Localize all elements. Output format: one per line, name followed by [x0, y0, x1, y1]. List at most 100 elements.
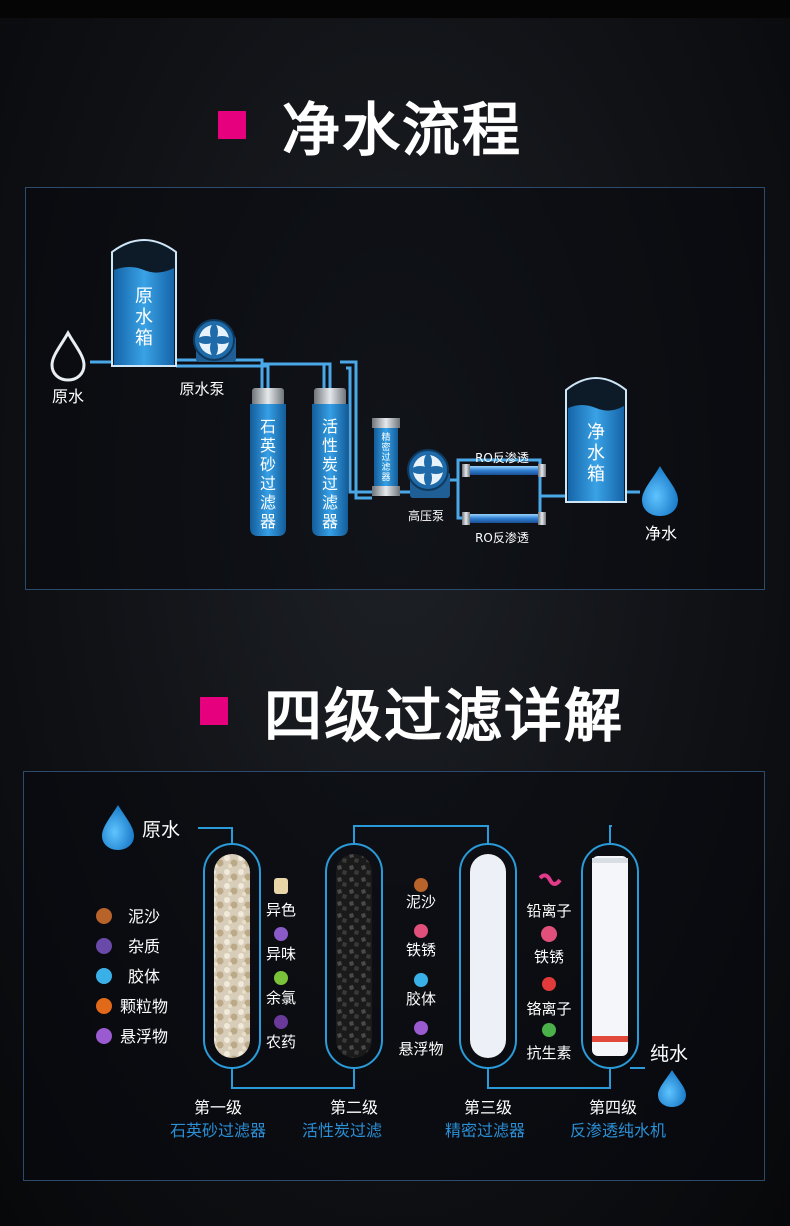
- stage2-removes-list: 泥沙 铁锈 胶体 悬浮物: [398, 878, 444, 1058]
- top-bar: [0, 0, 790, 18]
- svg-text:铁锈: 铁锈: [406, 941, 436, 959]
- svg-text:器: 器: [381, 472, 390, 483]
- colloid-icon: [414, 973, 428, 987]
- title-marker: [200, 697, 228, 725]
- svg-text:第二级: 第二级: [330, 1098, 378, 1117]
- mud-icon: [414, 878, 428, 892]
- carbon-filter-label: 活 性 炭 过 滤 器: [322, 417, 338, 531]
- raw-water-tank: [111, 239, 177, 367]
- svg-text:胶体: 胶体: [128, 967, 160, 986]
- svg-text:第四级: 第四级: [589, 1098, 637, 1117]
- svg-text:器: 器: [322, 512, 338, 531]
- svg-text:铬离子: 铬离子: [526, 1000, 571, 1018]
- title-text: 四级过滤详解: [264, 682, 625, 750]
- pure-water-label: 纯水: [650, 1043, 688, 1065]
- pure-tank-label-1: 净: [587, 422, 605, 443]
- pure-water-tank: [565, 377, 627, 503]
- precision-filter: [372, 418, 400, 496]
- quartz-sand-filter: [250, 388, 286, 536]
- ro-membrane-top: [462, 464, 546, 477]
- color-icon: [274, 878, 288, 894]
- raw-water-drop-icon: [102, 805, 134, 850]
- svg-text:过: 过: [381, 451, 390, 463]
- svg-text:英: 英: [260, 436, 276, 455]
- stage3-removes-list: 铅离子 铁锈 铬离子 抗生素: [526, 873, 572, 1062]
- svg-text:泥沙: 泥沙: [128, 907, 160, 926]
- svg-text:砂: 砂: [260, 455, 276, 474]
- raw-tank-label-1: 原: [135, 286, 153, 307]
- stage1-removes-list: 异色 异味 余氯 农药: [266, 878, 296, 1051]
- svg-text:铁锈: 铁锈: [534, 948, 564, 966]
- colloid-icon: [96, 968, 112, 984]
- particle-icon: [96, 998, 112, 1014]
- svg-text:铅离子: 铅离子: [526, 902, 571, 920]
- antibiotic-icon: [542, 1023, 556, 1037]
- svg-text:精: 精: [381, 431, 390, 443]
- svg-text:过: 过: [322, 474, 338, 493]
- svg-text:器: 器: [260, 512, 276, 531]
- title-marker: [218, 111, 246, 139]
- pure-water-drop-icon: [658, 1070, 686, 1107]
- svg-text:悬浮物: 悬浮物: [120, 1027, 168, 1046]
- svg-text:杂质: 杂质: [128, 937, 160, 956]
- svg-text:滤: 滤: [381, 461, 390, 473]
- mud-icon: [96, 908, 112, 924]
- svg-text:性: 性: [322, 436, 338, 455]
- raw-water-label: 原水: [142, 819, 180, 841]
- title-text: 净水流程: [282, 96, 523, 164]
- svg-text:精密过滤器: 精密过滤器: [445, 1121, 525, 1140]
- svg-text:活: 活: [322, 417, 338, 436]
- svg-text:抗生素: 抗生素: [526, 1044, 571, 1062]
- rust-icon: [541, 926, 557, 942]
- raw-pump-label: 原水泵: [179, 380, 224, 398]
- pure-water-drop-icon: [642, 466, 678, 516]
- svg-text:活性炭过滤: 活性炭过滤: [302, 1121, 382, 1140]
- pure-tank-label-2: 水: [587, 443, 605, 464]
- svg-text:密: 密: [381, 441, 390, 453]
- svg-text:余氯: 余氯: [266, 989, 296, 1007]
- section-title-process: 净水流程: [218, 90, 522, 164]
- section-title-filters: 四级过滤详解: [200, 676, 624, 750]
- svg-text:悬浮物: 悬浮物: [398, 1040, 443, 1058]
- impurity-icon: [96, 938, 112, 954]
- svg-text:反渗透纯水机: 反渗透纯水机: [570, 1121, 666, 1140]
- svg-text:农药: 农药: [266, 1033, 296, 1051]
- pesticide-icon: [274, 1015, 288, 1029]
- svg-text:滤: 滤: [260, 493, 276, 512]
- svg-text:第三级: 第三级: [464, 1098, 512, 1117]
- ro-bottom-label: RO反渗透: [475, 530, 529, 545]
- svg-text:泥沙: 泥沙: [406, 893, 436, 911]
- activated-carbon-filter: [312, 388, 348, 536]
- lead-ion-icon: [538, 873, 562, 886]
- svg-text:石: 石: [260, 417, 276, 436]
- odor-icon: [274, 927, 288, 941]
- stage1-filter: [203, 843, 261, 1069]
- svg-text:滤: 滤: [322, 493, 338, 512]
- ro-top-label: RO反渗透: [475, 450, 529, 465]
- chromium-ion-icon: [542, 977, 556, 991]
- rust-icon: [414, 924, 428, 938]
- high-pump-label: 高压泵: [408, 508, 444, 523]
- pure-tank-label-3: 箱: [587, 464, 605, 485]
- raw-tank-label-3: 箱: [135, 328, 153, 349]
- svg-text:过: 过: [260, 474, 276, 493]
- stage2-filter: [325, 843, 383, 1069]
- stage-labels: 第一级 石英砂过滤器 第二级 活性炭过滤 第三级 精密过滤器 第四级 反渗透纯水…: [170, 1098, 666, 1140]
- stage4-filter: [581, 843, 639, 1069]
- stage-connectors: [198, 825, 645, 1089]
- svg-text:炭: 炭: [322, 455, 338, 474]
- filters-panel: [23, 771, 765, 1181]
- suspended-icon: [414, 1021, 428, 1035]
- svg-text:胶体: 胶体: [406, 990, 436, 1008]
- raw-water-pump-icon: [193, 319, 236, 362]
- sand-filter-label: 石 英 砂 过 滤 器: [260, 417, 276, 531]
- svg-text:异味: 异味: [266, 945, 296, 963]
- chlorine-icon: [274, 971, 288, 985]
- stage3-filter: [459, 843, 517, 1069]
- high-pressure-pump-icon: [407, 449, 450, 498]
- svg-text:石英砂过滤器: 石英砂过滤器: [170, 1121, 266, 1140]
- raw-water-label: 原水: [52, 387, 84, 406]
- raw-water-drop-icon: [50, 329, 86, 382]
